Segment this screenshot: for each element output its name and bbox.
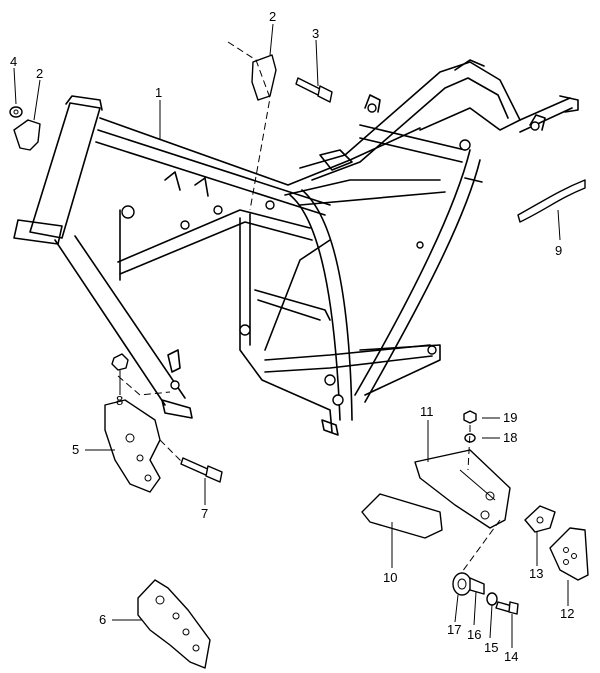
callout-4: 4 <box>10 54 17 69</box>
side-plate-holes <box>563 547 577 565</box>
callout-3: 3 <box>312 26 319 41</box>
strap-part-9 <box>517 179 586 223</box>
bracket-part-2-upper <box>251 54 277 101</box>
engine-mount-part-5 <box>104 399 161 493</box>
side-plate-part-12 <box>549 527 589 581</box>
nut-part-19 <box>463 410 477 424</box>
callout-1: 1 <box>155 85 162 100</box>
callout-7: 7 <box>201 506 208 521</box>
callout-18: 18 <box>503 430 517 445</box>
skid-plate-holes <box>155 595 200 652</box>
washer-part-15 <box>486 592 498 606</box>
assembly-line-11-17 <box>461 519 501 573</box>
callout-2a: 2 <box>269 9 276 24</box>
callout-9: 9 <box>555 243 562 258</box>
nut-part-4 <box>9 106 23 118</box>
bracket-part-2-left <box>13 119 41 151</box>
callout-19: 19 <box>503 410 517 425</box>
callout-2b: 2 <box>36 66 43 81</box>
callout-16: 16 <box>467 627 481 642</box>
assembly-line-5-7 <box>159 439 183 463</box>
bolt-part-7 <box>180 457 223 483</box>
bolt-part-14 <box>495 601 519 615</box>
collar-part-17 <box>452 572 472 596</box>
callout-6: 6 <box>99 612 106 627</box>
callout-12: 12 <box>560 606 574 621</box>
assembly-line-2-3 <box>227 41 271 211</box>
callout-13: 13 <box>529 566 543 581</box>
bushing-part-16 <box>469 577 485 595</box>
engine-mount-holes <box>125 433 152 482</box>
pad-part-10 <box>361 493 443 539</box>
callout-5: 5 <box>72 442 79 457</box>
main-frame <box>13 59 579 436</box>
callout-11: 11 <box>420 404 434 419</box>
plate-part-13 <box>524 505 556 533</box>
callout-8: 8 <box>116 393 123 408</box>
skid-plate-part-6 <box>137 579 211 669</box>
callout-14: 14 <box>504 649 518 664</box>
assembly-line-19-11 <box>467 425 471 471</box>
bolt-part-3 <box>295 77 333 103</box>
callout-10: 10 <box>383 570 397 585</box>
nut-part-8 <box>111 353 129 371</box>
callout-15: 15 <box>484 640 498 655</box>
callout-17: 17 <box>447 622 461 637</box>
assembly-line-8-5 <box>117 375 171 396</box>
leader-lines <box>13 23 569 648</box>
